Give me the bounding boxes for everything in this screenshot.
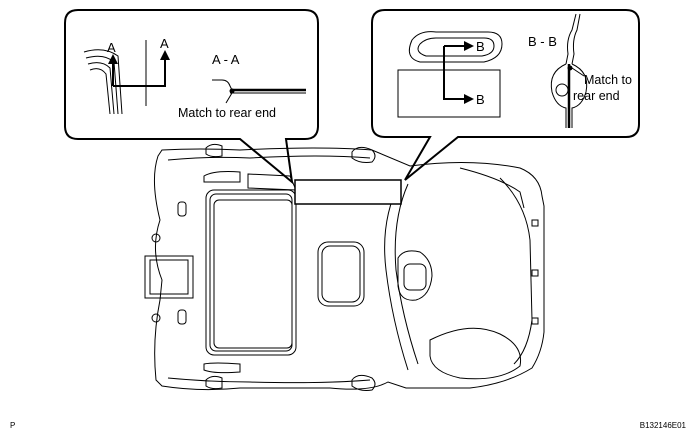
right-callout-note-line2: rear end: [573, 89, 620, 103]
section-a-profile: [212, 79, 306, 94]
sunvisor-bracket: [408, 31, 503, 63]
arrow-label-lower: B: [476, 92, 485, 107]
match-point-a: [229, 88, 235, 94]
section-b-marker: [443, 45, 466, 100]
right-callout: B B B - B Match to rear end: [371, 9, 640, 181]
section-b-profile: [550, 13, 588, 128]
section-mark-right: A: [160, 36, 169, 51]
sunroof-opening: [205, 189, 297, 356]
rear-console-opening: [144, 255, 194, 299]
section-arrow-upper: [464, 41, 474, 51]
match-point-b: [567, 65, 573, 71]
dome-light-recess: [317, 241, 365, 307]
section-title-a: A - A: [212, 52, 240, 67]
section-arrow-left: [108, 54, 118, 64]
section-arrow-right: [160, 50, 170, 60]
left-callout: A A A - A Match to rear end: [64, 9, 319, 185]
corner-mark: P: [10, 421, 15, 430]
match-zone-box: [294, 179, 402, 205]
section-title-b: B - B: [528, 34, 557, 49]
section-arrow-lower: [464, 94, 474, 104]
figure-code: B132146E01: [640, 421, 687, 430]
section-mark-left: A: [107, 40, 116, 55]
section-a-marker: [112, 58, 166, 87]
right-callout-note-line1: Match to: [584, 73, 632, 87]
left-callout-note: Match to rear end: [178, 106, 276, 120]
headliner-edge-box: [397, 69, 501, 118]
roof-headliner: [144, 143, 545, 391]
arrow-label-upper: B: [476, 39, 485, 54]
